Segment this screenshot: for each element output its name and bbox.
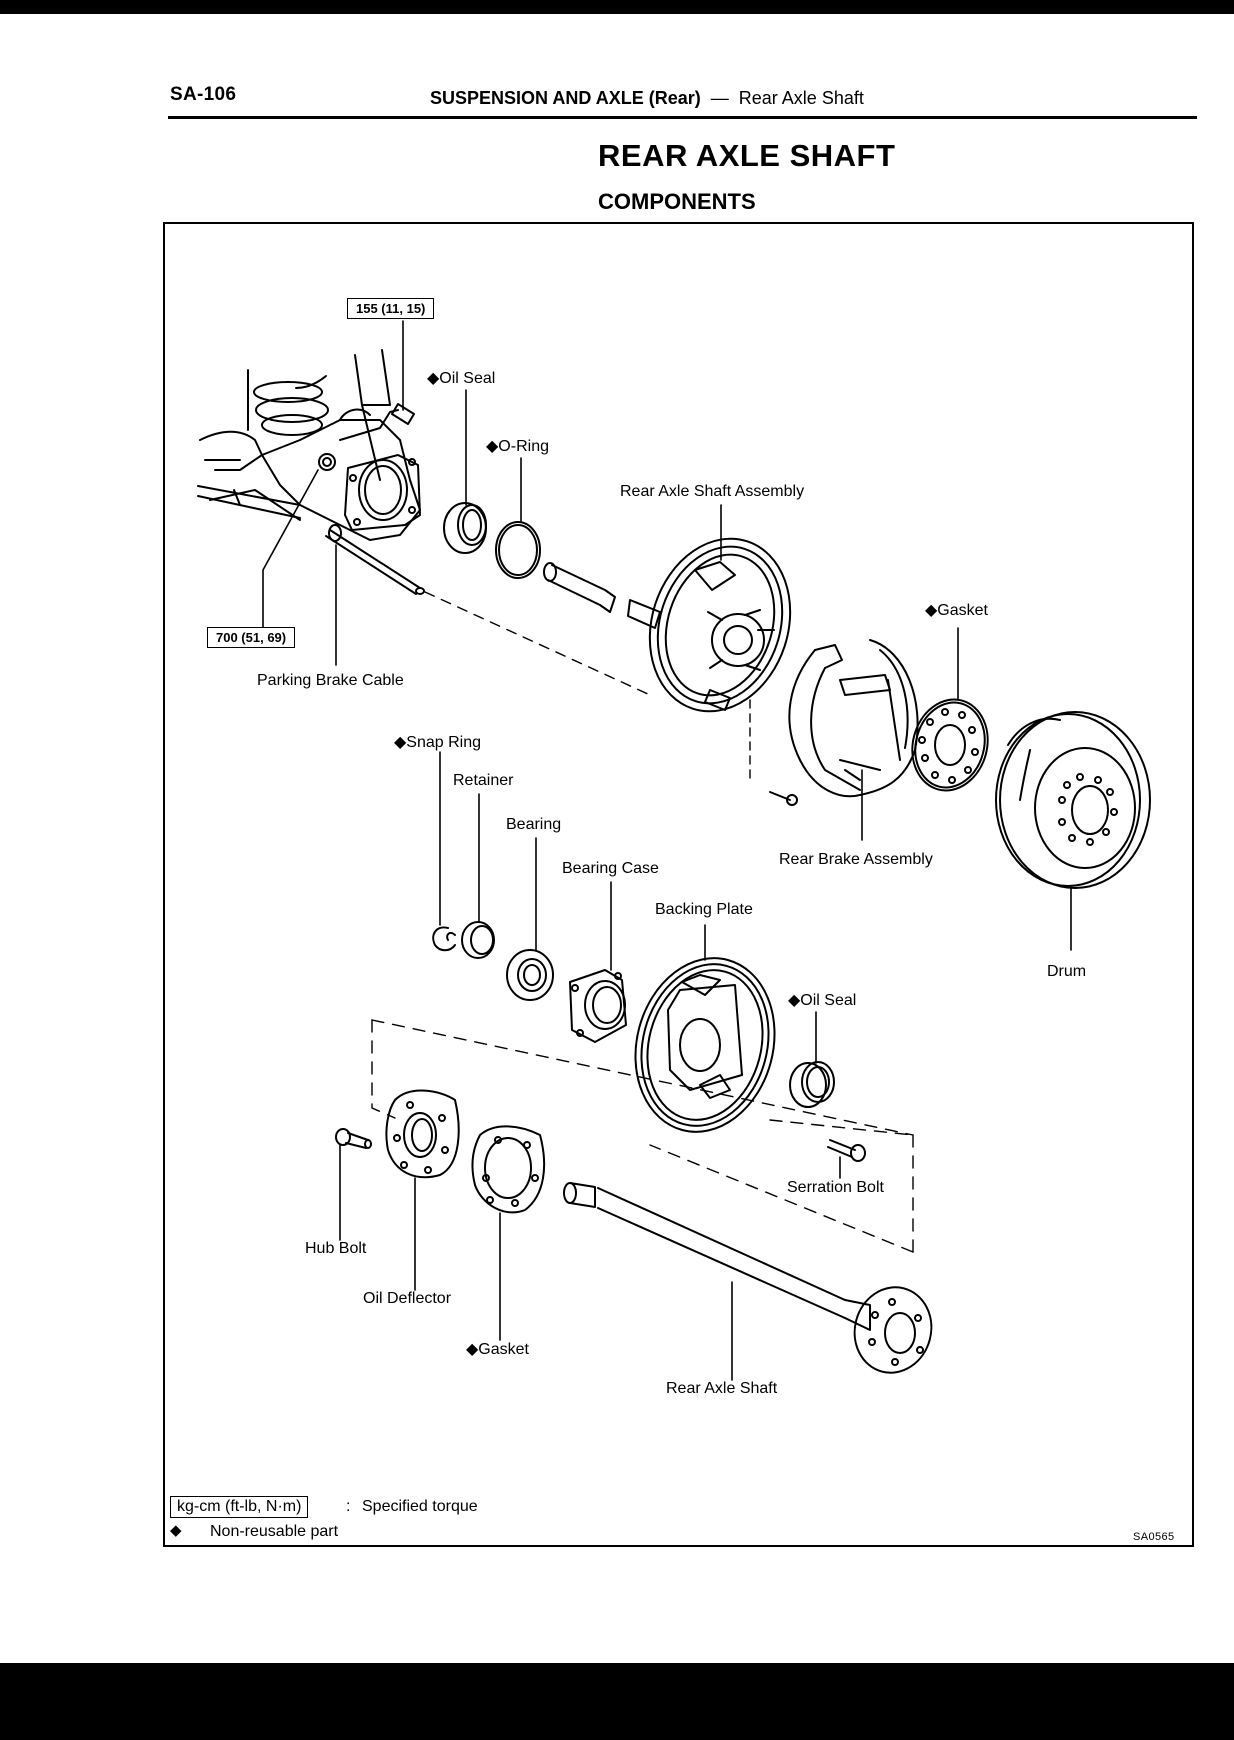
bearing-case-drawing xyxy=(569,969,627,1043)
oil-seal-top-drawing xyxy=(443,502,487,554)
backing-plate-drawing xyxy=(634,957,776,1133)
legend-separator: : xyxy=(346,1498,351,1515)
label-snap-ring: ◆Snap Ring xyxy=(394,734,482,751)
label-serration-bolt: Serration Bolt xyxy=(787,1179,884,1196)
page-subtitle: COMPONENTS xyxy=(598,189,756,214)
label-oil-seal-bottom: ◆Oil Seal xyxy=(788,992,857,1009)
leader-lines xyxy=(262,320,1072,1381)
torque-spec-lower: 700 (51, 69) xyxy=(207,627,296,648)
rear-axle-shaft-drawing xyxy=(563,1182,933,1374)
header-rule xyxy=(168,116,1197,119)
label-hub-bolt: Hub Bolt xyxy=(305,1240,367,1257)
label-gasket-bottom: ◆Gasket xyxy=(466,1341,529,1358)
snap-ring-drawing xyxy=(432,926,456,952)
figure-code: SA0565 xyxy=(1133,1531,1175,1543)
section-header-sub: Rear Axle Shaft xyxy=(738,88,864,108)
section-header-dash: — xyxy=(710,88,729,108)
label-rear-brake-assembly: Rear Brake Assembly xyxy=(779,851,933,868)
label-bearing-case: Bearing Case xyxy=(562,860,659,877)
subassembly-dashed-outline xyxy=(371,1019,914,1253)
section-header: SUSPENSION AND AXLE (Rear) — Rear Axle S… xyxy=(430,88,864,109)
diagram-frame xyxy=(163,222,1194,1547)
legend-torque-desc: Specified torque xyxy=(362,1498,478,1515)
legend-torque-unit: kg-cm (ft-lb, N·m) xyxy=(170,1496,309,1518)
axle-housing-drawing xyxy=(197,349,651,696)
label-bearing: Bearing xyxy=(506,816,562,833)
label-oil-deflector: Oil Deflector xyxy=(363,1290,452,1307)
bearing-drawing xyxy=(506,949,554,1001)
label-oil-seal-top: ◆Oil Seal xyxy=(427,370,496,387)
gasket-top-drawing xyxy=(911,698,989,792)
label-parking-brake-cable: Parking Brake Cable xyxy=(257,672,404,689)
oil-seal-bottom-drawing xyxy=(789,1061,835,1108)
legend-nonreusable-desc: Non-reusable part xyxy=(210,1523,339,1540)
label-gasket-top: ◆Gasket xyxy=(925,602,988,619)
section-header-bold: SUSPENSION AND AXLE (Rear) xyxy=(430,88,701,108)
label-o-ring: ◆O-Ring xyxy=(486,438,549,455)
rear-axle-shaft-assembly-drawing xyxy=(543,537,798,806)
scan-border-bottom xyxy=(0,1663,1234,1740)
page-number: SA-106 xyxy=(170,84,237,105)
diamond-icon: ◆ xyxy=(170,1522,182,1539)
o-ring-drawing xyxy=(495,521,541,579)
label-rear-axle-shaft: Rear Axle Shaft xyxy=(666,1380,778,1397)
label-rear-axle-shaft-assembly: Rear Axle Shaft Assembly xyxy=(620,483,805,500)
torque-spec-upper: 155 (11, 15) xyxy=(347,298,435,319)
drum-drawing xyxy=(995,711,1151,889)
scan-border-top xyxy=(0,0,1234,14)
oil-deflector-drawing xyxy=(385,1089,460,1179)
retainer-drawing xyxy=(461,921,495,959)
hub-bolt-drawing xyxy=(335,1128,372,1149)
gasket-bottom-drawing xyxy=(471,1125,546,1214)
label-retainer: Retainer xyxy=(453,772,514,789)
page-title: REAR AXLE SHAFT xyxy=(598,138,896,173)
label-drum: Drum xyxy=(1047,963,1087,980)
rear-brake-assembly-drawing xyxy=(788,639,919,798)
serration-bolt-drawing xyxy=(827,1139,866,1162)
label-backing-plate: Backing Plate xyxy=(655,901,753,918)
